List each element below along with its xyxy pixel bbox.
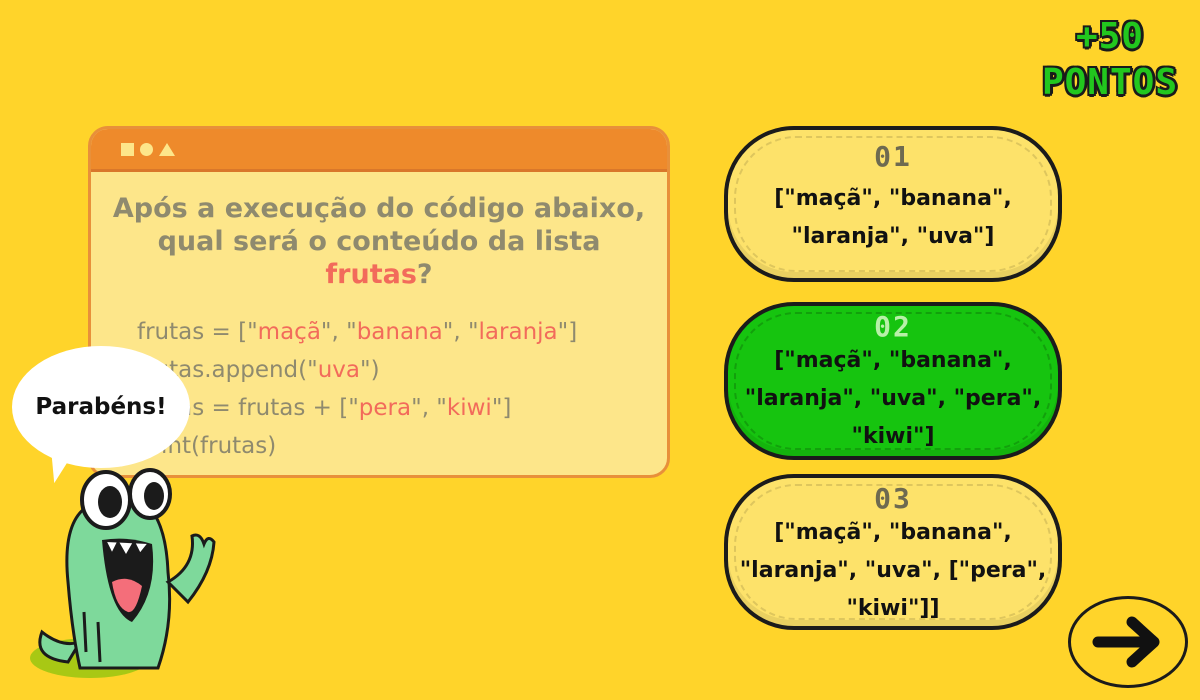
option-number: 03 (874, 482, 912, 515)
arrow-right-icon (1092, 616, 1160, 668)
square-icon (121, 142, 134, 156)
option-number: 01 (874, 140, 912, 173)
code-block: frutas = ["maçã", "banana", "laranja"] f… (137, 313, 667, 465)
code-string: uva (317, 357, 361, 383)
code-line-1: frutas = ["maçã", "banana", "laranja"] (137, 313, 667, 351)
question-text: Após a execução do código abaixo, qual s… (111, 192, 647, 291)
answer-option-2[interactable]: 02 ["maçã", "banana", "laranja", "uva", … (724, 302, 1062, 460)
option-text: ["maçã", "banana", "laranja", "uva", ["p… (739, 520, 1047, 621)
dinosaur-mascot-icon (30, 468, 216, 678)
answer-option-1[interactable]: 01 ["maçã", "banana", "laranja", "uva"] (724, 126, 1062, 282)
question-text-before: Após a execução do código abaixo, qual s… (112, 193, 646, 257)
code-string: kiwi (446, 395, 492, 421)
code-line-3: frutas = frutas + ["pera", "kiwi"] (137, 389, 667, 427)
option-number: 02 (874, 310, 912, 343)
option-text: ["maçã", "banana", "laranja", "uva"] (774, 186, 1012, 249)
speech-text: Parabéns! (35, 394, 167, 420)
code-text: ", " (320, 319, 357, 345)
score-label: PONTOS (1041, 62, 1178, 103)
code-text: ", " (442, 319, 479, 345)
code-text: ", " (411, 395, 447, 421)
next-button[interactable] (1068, 596, 1188, 688)
speech-bubble: Parabéns! (12, 346, 190, 468)
code-line-4: print(frutas) (137, 427, 667, 465)
answer-option-3[interactable]: 03 ["maçã", "banana", "laranja", "uva", … (724, 474, 1062, 630)
code-text: "] (557, 319, 578, 345)
code-string: banana (356, 319, 443, 345)
triangle-icon (159, 142, 175, 156)
circle-icon (140, 142, 153, 156)
window-title-bar (91, 129, 667, 172)
code-string: laranja (478, 319, 558, 345)
code-string: maçã (257, 319, 321, 345)
score-display: +50 PONTOS (1042, 14, 1178, 106)
score-points: +50 (1075, 16, 1144, 57)
code-text: "] (491, 395, 512, 421)
code-line-2: frutas.append("uva") (137, 351, 667, 389)
code-text: frutas = [" (137, 319, 258, 345)
code-text: ") (360, 357, 380, 383)
question-text-after: ? (416, 259, 433, 290)
question-highlight: frutas (325, 259, 417, 290)
option-text: ["maçã", "banana", "laranja", "uva", "pe… (744, 348, 1042, 449)
code-string: pera (358, 395, 412, 421)
